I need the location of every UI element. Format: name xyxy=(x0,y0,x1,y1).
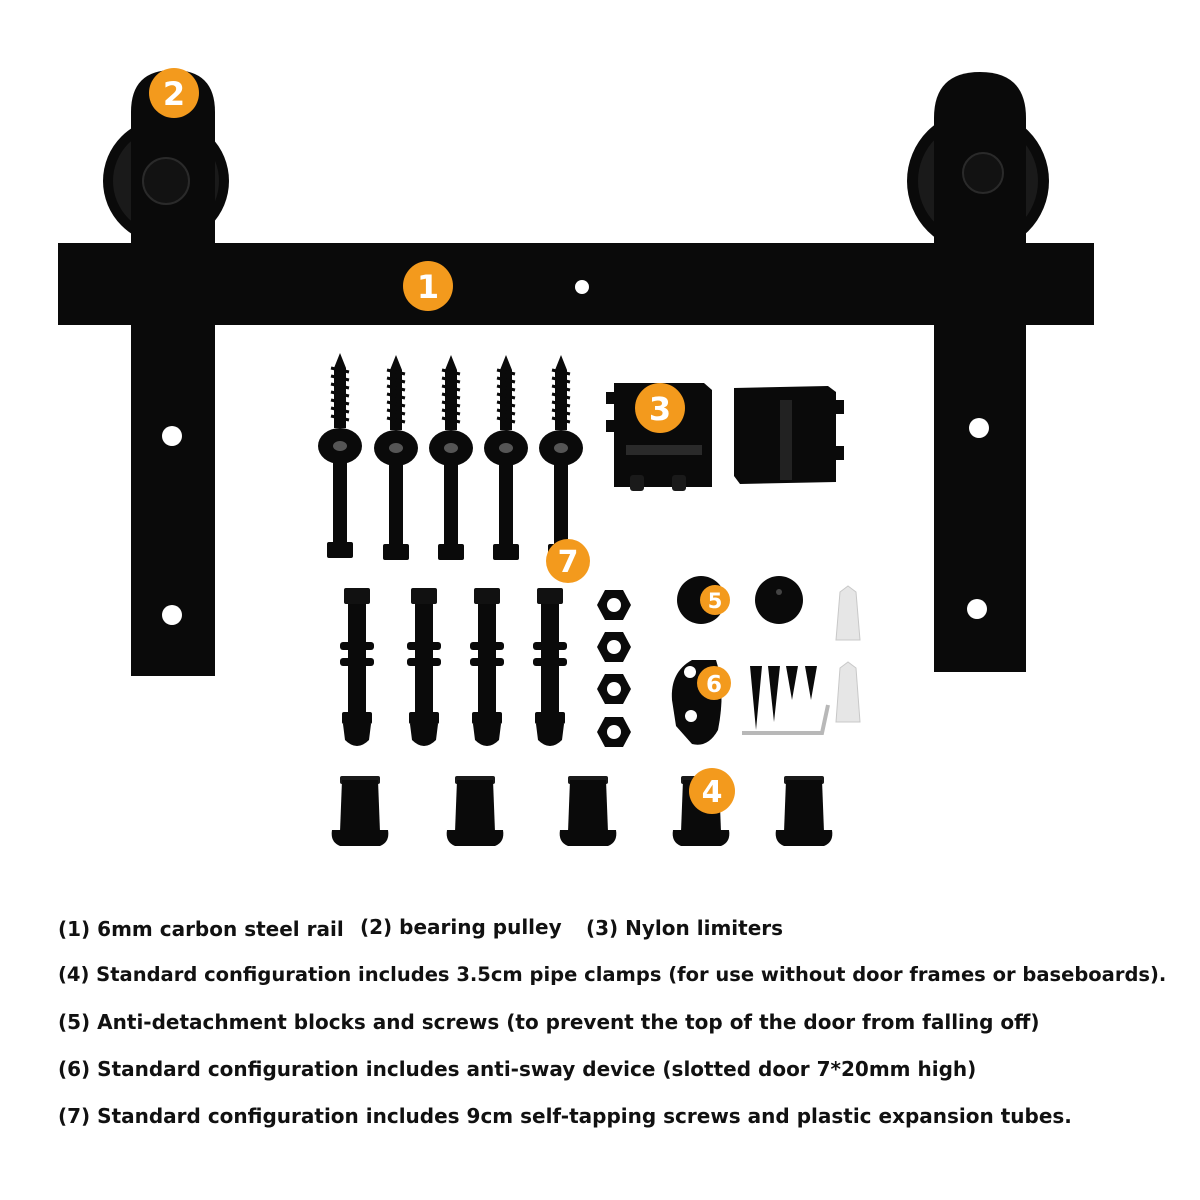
rail-hole xyxy=(575,280,589,294)
hex-nuts xyxy=(597,590,631,747)
svg-text:2: 2 xyxy=(163,75,185,113)
badge-screws: 7 xyxy=(546,539,590,583)
svg-text:5: 5 xyxy=(708,589,723,613)
small-screws xyxy=(750,666,817,730)
pipe-clamps xyxy=(331,776,833,846)
svg-text:4: 4 xyxy=(702,775,723,810)
caption-rail: (1) 6mm carbon steel rail xyxy=(58,917,344,941)
badge-pulley: 2 xyxy=(149,68,199,118)
caption-limiter: (3) Nylon limiters xyxy=(586,916,784,940)
barn-door-hardware-illustration: 1 2 3 4 5 6 7 xyxy=(58,68,1094,846)
badge-pipe-clamp: 4 xyxy=(689,768,735,814)
allen-key xyxy=(742,704,830,735)
caption-pipe-clamps: (4) Standard configuration includes 3.5c… xyxy=(58,963,1167,986)
caption-pulley: (2) bearing pulley xyxy=(360,915,562,939)
svg-text:1: 1 xyxy=(417,268,439,306)
svg-text:3: 3 xyxy=(649,390,671,428)
nylon-limiter-side xyxy=(734,386,844,484)
badge-rail: 1 xyxy=(403,261,453,311)
caption-anti-detach: (5) Anti-detachment blocks and screws (t… xyxy=(58,1010,1040,1034)
badge-anti-sway: 6 xyxy=(697,666,731,700)
svg-text:6: 6 xyxy=(706,672,722,698)
badge-anti-detach: 5 xyxy=(700,585,730,615)
lag-screws xyxy=(316,351,585,562)
anti-detachment-blocks xyxy=(677,576,803,624)
caption-anti-sway: (6) Standard configuration includes anti… xyxy=(58,1057,977,1081)
badge-limiter: 3 xyxy=(635,383,685,433)
caption-self-tapping-screws: (7) Standard configuration includes 9cm … xyxy=(58,1104,1072,1128)
left-hanger xyxy=(103,70,229,676)
expansion-tubes xyxy=(835,585,861,723)
anti-sway-bolts xyxy=(340,588,567,746)
right-hanger xyxy=(907,72,1049,672)
svg-text:7: 7 xyxy=(558,545,579,580)
